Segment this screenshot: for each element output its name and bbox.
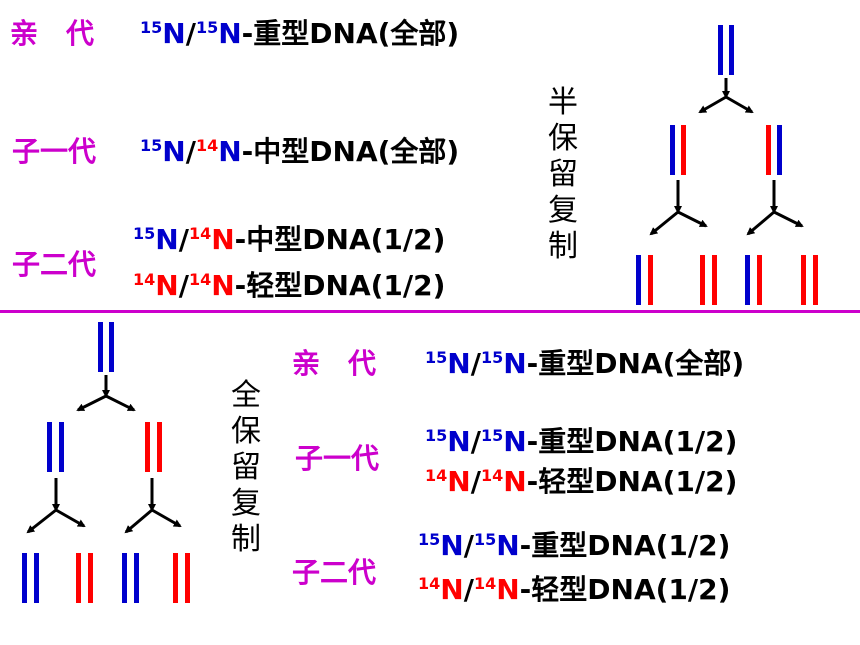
semi-gen-parent-label: 亲 代 xyxy=(10,17,95,50)
cons-f2-3-strand-heavy-a xyxy=(122,553,127,603)
semi-fork-right-1 xyxy=(725,95,754,114)
cons-parent-strand-right xyxy=(109,322,114,372)
cons-parent-row: 15N/15N-重型DNA(全部) xyxy=(425,347,745,380)
cons-f2-row-2: 14N/14N-轻型DNA(1/2) xyxy=(418,573,731,606)
cons-parent-strand-left xyxy=(98,322,103,372)
cons-f1-row-2: 14N/14N-轻型DNA(1/2) xyxy=(425,465,738,498)
semi-f2-1-strand-heavy xyxy=(636,255,641,305)
semi-parent-strand-right xyxy=(729,25,734,75)
cons-f2-1-strand-heavy-b xyxy=(34,553,39,603)
cons-f2-row-1: 15N/15N-重型DNA(1/2) xyxy=(418,529,731,562)
cons-f2-2-strand-light-b xyxy=(88,553,93,603)
semi-parent-row: 15N/15N-重型DNA(全部) xyxy=(140,17,460,50)
cons-f2-1-strand-heavy-a xyxy=(22,553,27,603)
semi-f1a-strand-light xyxy=(681,125,686,175)
semi-f2-2-strand-light-b xyxy=(712,255,717,305)
cons-f1-row-1: 15N/15N-重型DNA(1/2) xyxy=(425,425,738,458)
semi-gen-f2-label: 子二代 xyxy=(12,248,97,281)
semi-conservative-tree xyxy=(636,25,818,305)
section-divider xyxy=(0,310,860,313)
cons-gen-parent-label: 亲 代 xyxy=(292,347,377,380)
semi-gen-f1-label: 子一代 xyxy=(12,135,97,168)
cons-f2-2-strand-light-a xyxy=(76,553,81,603)
cons-f2-3-strand-heavy-b xyxy=(134,553,139,603)
cons-fork-left-2b xyxy=(124,508,153,534)
semi-f1-row: 15N/14N-中型DNA(全部) xyxy=(140,135,460,168)
cons-fork-right-2b xyxy=(151,508,182,528)
semi-f2-2-strand-light-a xyxy=(700,255,705,305)
semi-fork-left-1 xyxy=(698,95,727,114)
semi-f1a-strand-heavy xyxy=(670,125,675,175)
cons-f1b-strand-light-a xyxy=(145,422,150,472)
semi-conservative-label: 半保留复制 xyxy=(548,85,578,264)
cons-f1a-strand-heavy-b xyxy=(59,422,64,472)
semi-f1b-strand-light xyxy=(766,125,771,175)
semi-fork-right-2a xyxy=(677,210,708,228)
semi-parent-strand-left xyxy=(718,25,723,75)
cons-gen-f2-label: 子二代 xyxy=(292,556,377,589)
cons-f1a-strand-heavy-a xyxy=(47,422,52,472)
cons-fork-right-1 xyxy=(105,394,136,412)
semi-fork-left-2a xyxy=(649,210,679,236)
cons-f2-4-strand-light-a xyxy=(173,553,178,603)
semi-f2-row-1: 15N/14N-中型DNA(1/2) xyxy=(133,223,446,256)
semi-f1b-strand-heavy xyxy=(777,125,782,175)
semi-f2-3-strand-heavy xyxy=(745,255,750,305)
cons-fork-left-2a xyxy=(26,508,57,534)
conservative-label: 全保留复制 xyxy=(231,378,261,557)
semi-f2-row-2: 14N/14N-轻型DNA(1/2) xyxy=(133,269,446,302)
semi-f2-1-strand-light xyxy=(648,255,653,305)
semi-f2-4-strand-light-a xyxy=(801,255,806,305)
cons-f2-4-strand-light-b xyxy=(185,553,190,603)
semi-fork-right-2b xyxy=(773,210,804,228)
semi-fork-left-2b xyxy=(746,210,775,236)
cons-fork-right-2a xyxy=(55,508,86,528)
cons-f1b-strand-light-b xyxy=(157,422,162,472)
conservative-tree xyxy=(22,322,190,603)
semi-f2-3-strand-light xyxy=(757,255,762,305)
semi-f2-4-strand-light-b xyxy=(813,255,818,305)
cons-gen-f1-label: 子一代 xyxy=(295,442,380,475)
cons-fork-left-1 xyxy=(76,394,107,412)
